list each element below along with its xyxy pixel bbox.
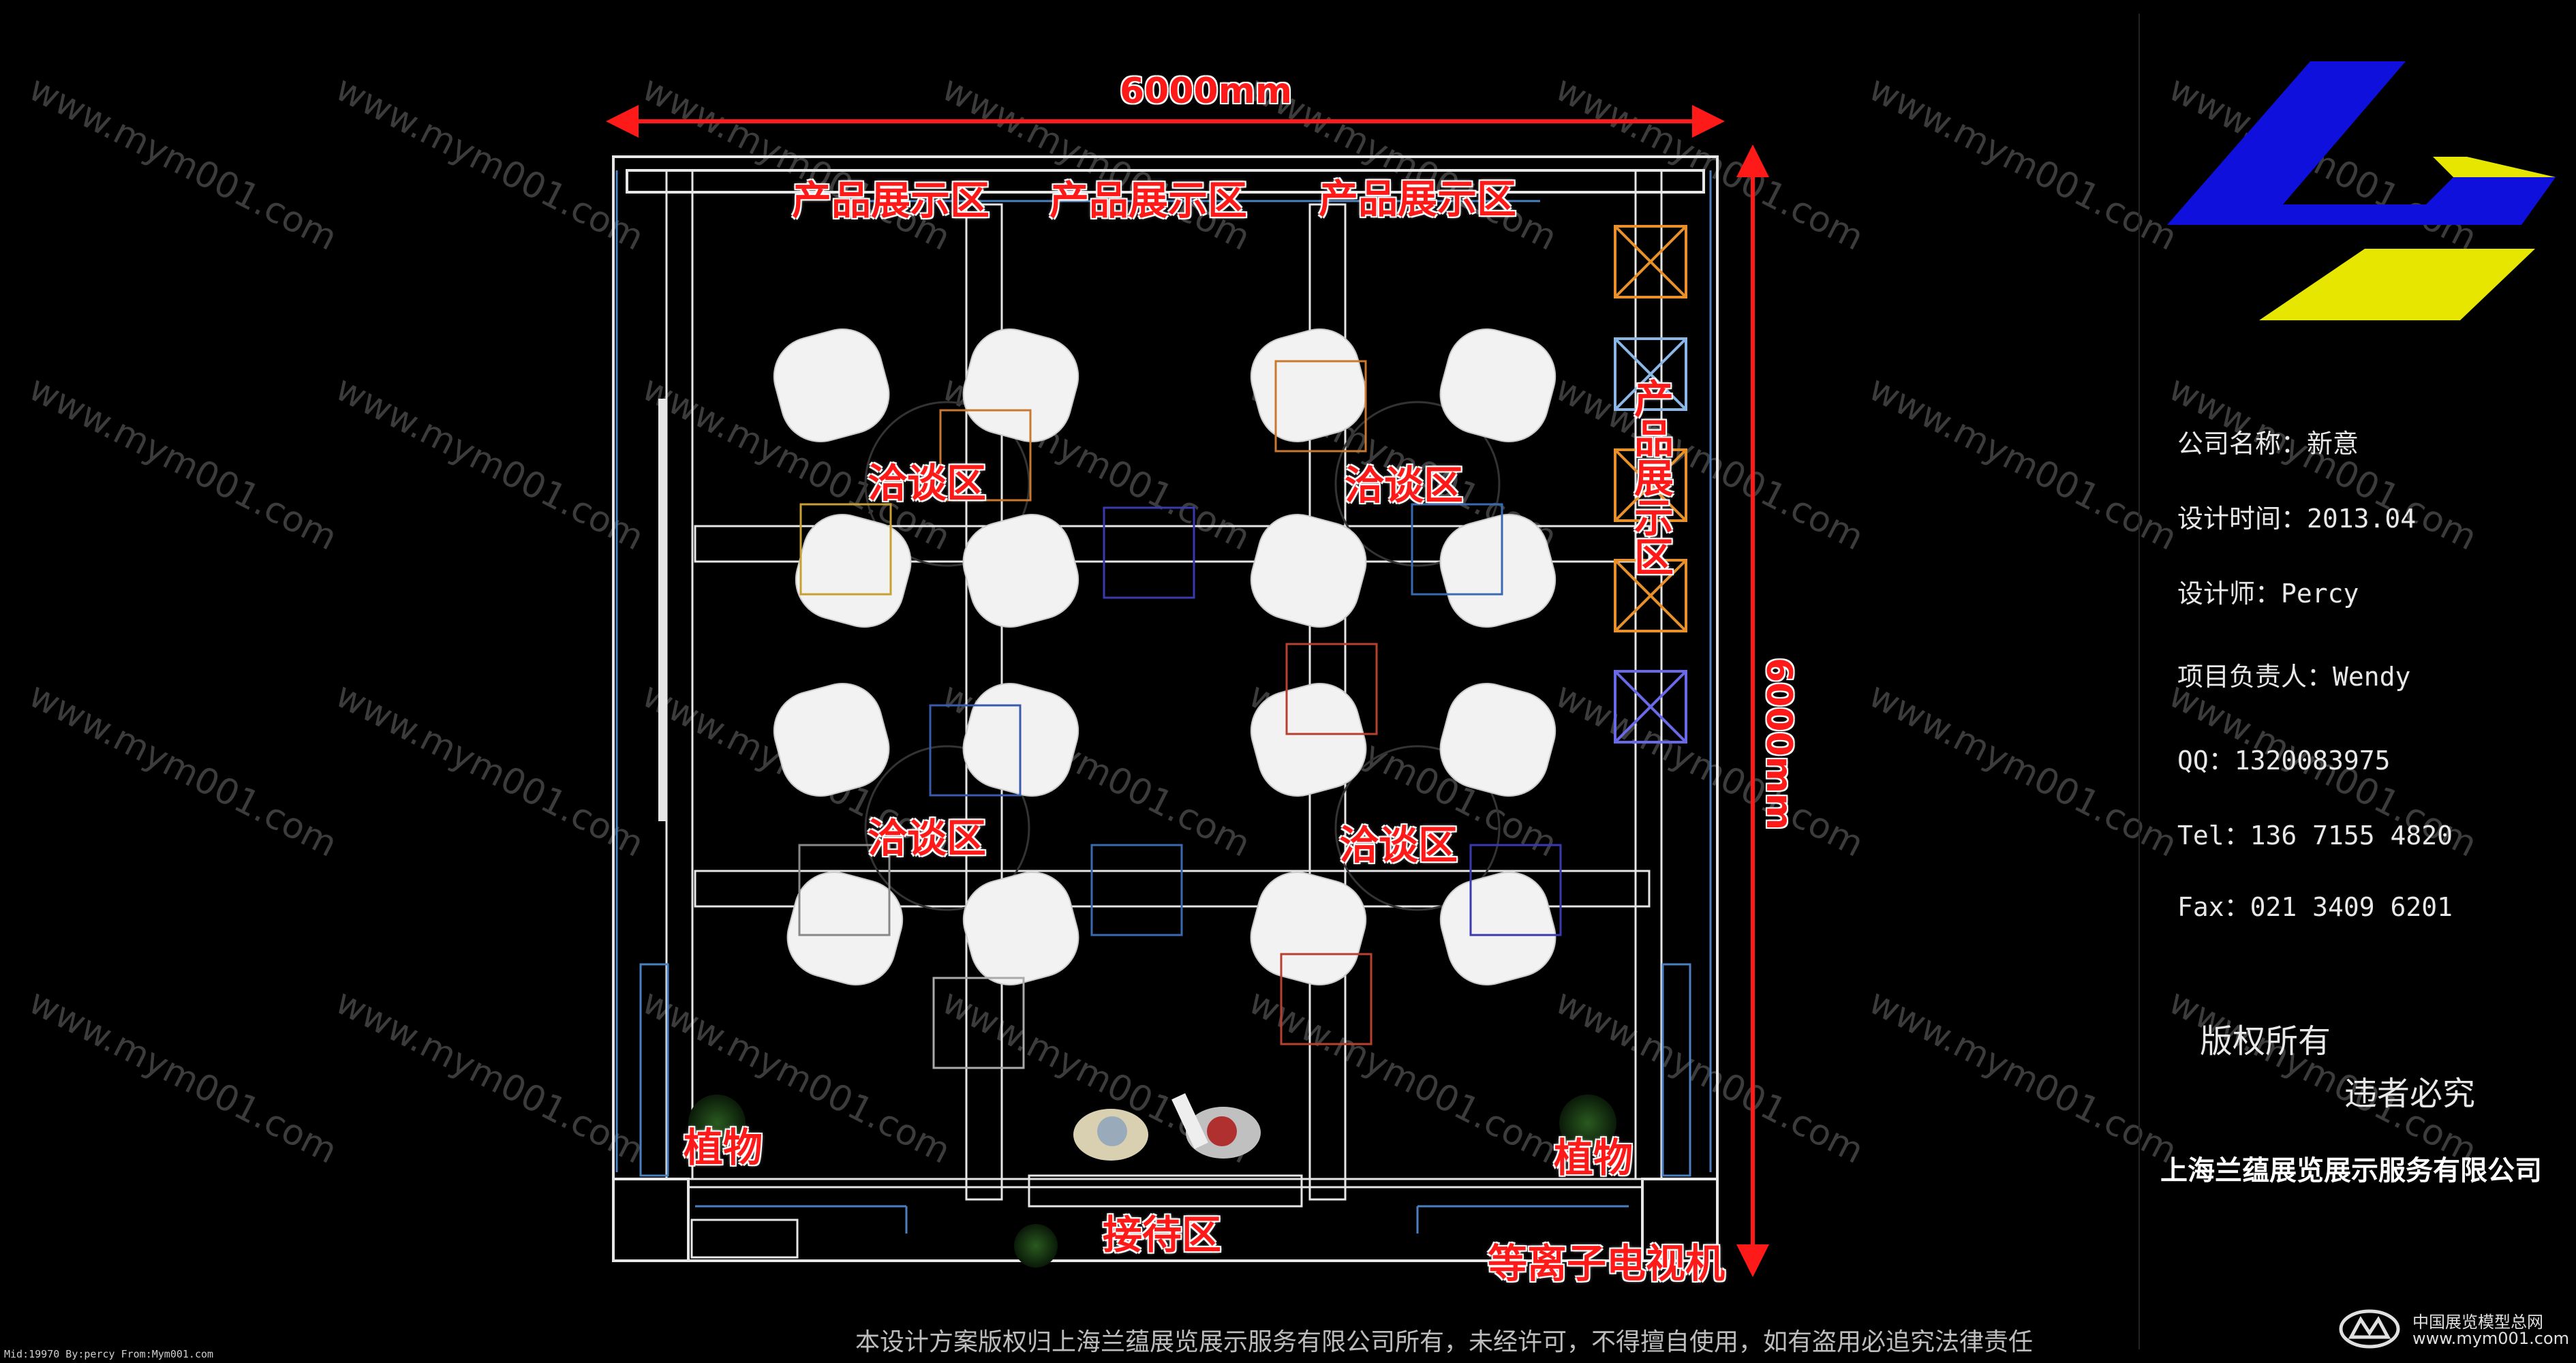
- booth-outline: [612, 155, 1719, 1262]
- zone-label-negotiation-2: 洽谈区: [1345, 462, 1464, 508]
- zone-label-product-top-3: 产品展示区: [1319, 176, 1517, 222]
- panel-divider: [2138, 14, 2140, 1349]
- inner-wall-lines: [615, 170, 1712, 1234]
- fax-text: Fax：021 3409 6201: [2177, 892, 2453, 922]
- site-logo-name: 中国展览模型总网: [2412, 1313, 2543, 1332]
- zone-label-product-top-2: 产品展示区: [1049, 177, 1248, 224]
- plant-left-icon: [688, 1094, 746, 1152]
- copyright-line-1: 版权所有: [2200, 1022, 2331, 1060]
- reception-staff-icon: [1073, 1093, 1261, 1161]
- zone-label-negotiation-3: 洽谈区: [868, 815, 987, 861]
- left-display-rail: [658, 399, 666, 821]
- company-full-name: 上海兰蕴展览展示服务有限公司: [2160, 1155, 2542, 1186]
- reception-plant-icon: [1014, 1224, 1058, 1268]
- width-dimension-label: 6000mm: [1120, 71, 1293, 112]
- zone-label-plasma-tv: 等离子电视机: [1488, 1240, 1726, 1287]
- negotiation-set-4: [1250, 682, 1557, 986]
- zone-label-negotiation-4: 洽谈区: [1339, 822, 1458, 868]
- spotlight-markers: [798, 360, 1562, 1069]
- tel-text: Tel：136 7155 4820: [2177, 821, 2453, 851]
- design-time-text: 设计时间：2013.04: [2177, 504, 2417, 534]
- zone-label-reception: 接待区: [1103, 1212, 1222, 1258]
- image-meta-text: Mid:19970 By:percy From:Mym001.com: [4, 1348, 214, 1360]
- zone-label-negotiation-1: 洽谈区: [868, 460, 987, 506]
- negotiation-set-2: [1250, 328, 1557, 628]
- footer-copyright-notice: 本设计方案版权归上海兰蕴展览展示服务有限公司所有，未经许可，不得擅自使用，如有盗…: [855, 1328, 2034, 1356]
- zone-label-product-right: 产品展示区: [1627, 378, 1674, 576]
- qq-text: QQ：1320083975: [2177, 746, 2391, 776]
- site-logo-url: www.mym001.com: [2412, 1329, 2569, 1348]
- copyright-line-2: 违者必究: [2344, 1075, 2476, 1113]
- brand-logo-icon: [2167, 61, 2556, 320]
- designer-text: 设计师：Percy: [2177, 579, 2359, 609]
- height-dimension-label: 6000mm: [1758, 658, 1799, 831]
- zone-label-plant-right: 植物: [1554, 1135, 1634, 1181]
- site-logo-icon: [2339, 1309, 2400, 1349]
- company-name-text: 公司名称：新意: [2177, 429, 2359, 459]
- zone-label-product-top-1: 产品展示区: [792, 177, 990, 224]
- negotiation-set-1: [773, 328, 1079, 628]
- zone-label-plant-left: 植物: [684, 1124, 763, 1171]
- plant-right-icon: [1559, 1094, 1616, 1152]
- negotiation-set-3: [773, 682, 1079, 986]
- project-lead-text: 项目负责人：Wendy: [2177, 662, 2411, 692]
- right-display-boxes: [1614, 225, 1687, 744]
